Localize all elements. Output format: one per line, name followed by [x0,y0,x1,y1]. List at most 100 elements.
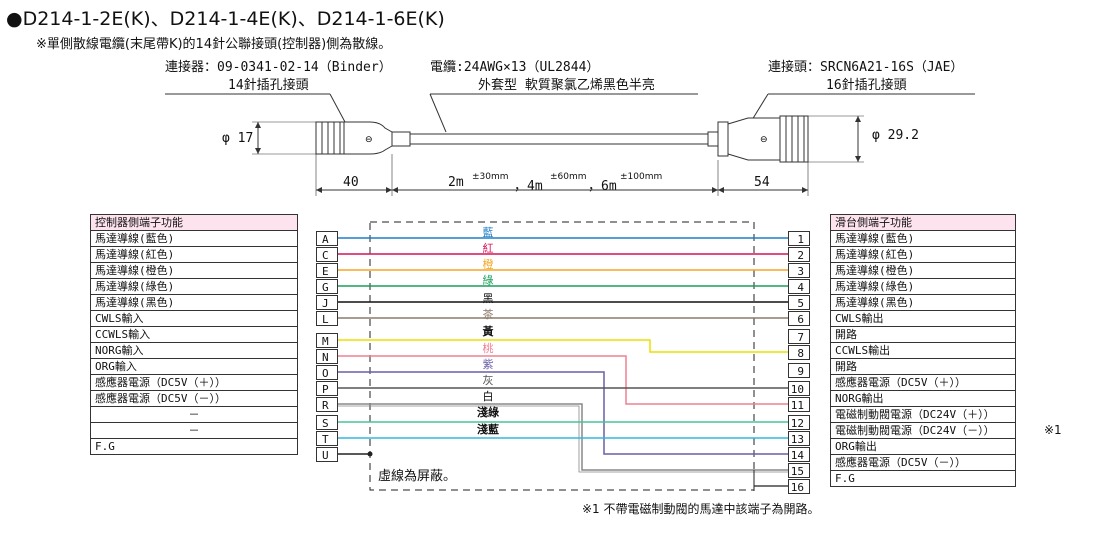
shield-note: 虛線為屏蔽。 [378,469,457,484]
left-diameter: φ 17 [222,131,254,146]
footnote: ※1 不帶電磁制動閥的馬達中該端子為開路。 [582,502,820,516]
right-row: 感應器電源（DC5V（－）） [830,454,1016,471]
left-row: － [90,422,298,439]
wire-label-black: 黑 [482,292,494,305]
cable-note: ※單側散線電纜(末尾帶K)的14針公聯接頭(控制器)側為散線。 [36,37,392,52]
right-pin: 5 [788,295,810,310]
right-pin: 16 [788,479,810,494]
right-row: 電磁制動閥電源（DC24V（＋）） [830,406,1016,423]
right-pin: 2 [788,247,810,262]
wire-label-yellow: 黃 [482,325,494,338]
right-length: 54 [754,175,770,190]
right-terminal-table: 滑台側端子功能 馬達導線(藍色) 馬達導線(紅色) 馬達導線(橙色) 馬達導線(… [830,214,1016,487]
left-row: － [90,406,298,423]
right-row: 感應器電源（DC5V（＋）） [830,374,1016,391]
cable-length-2m: 2m [448,175,464,190]
left-pin: M [316,333,338,348]
right-pin: 4 [788,279,810,294]
left-pin: J [316,295,338,310]
right-connector-label: 連接頭：SRCN6A21-16S（JAE） [768,60,964,75]
right-pin: 1 [788,231,810,246]
left-pin: E [316,263,338,278]
left-pin: O [316,365,338,380]
wire-label-gray: 灰 [482,374,494,387]
left-pin: T [316,431,338,446]
right-row: CWLS輸出 [830,310,1016,327]
left-connector-label: 連接器：09-0341-02-14（Binder） [165,60,392,75]
right-pin: 14 [788,447,810,462]
left-connector-sub: 14針插孔接頭 [228,78,309,93]
right-pin: 7 [788,329,810,344]
right-row: 開路 [830,326,1016,343]
wire-label-green: 綠 [482,274,494,287]
left-row: 馬達導線(綠色) [90,278,298,295]
left-pin: P [316,381,338,396]
left-connector: ⊖ [315,121,411,155]
tolerance-6m: ±100mm [620,172,663,182]
wires [338,237,788,473]
left-row: ORG輸入 [90,358,298,375]
right-row: F.G [830,470,1016,487]
left-pin: R [316,397,338,412]
left-pin: G [316,279,338,294]
right-row: ORG輸出 [830,438,1016,455]
right-pin: 8 [788,345,810,360]
right-pin: 15 [788,463,810,478]
right-pin: 3 [788,263,810,278]
left-row: 馬達導線(黑色) [90,294,298,311]
left-row: CCWLS輸入 [90,326,298,343]
right-connector: ⊖ [707,115,809,163]
wire-label-white: 白 [482,390,494,403]
wire-label-pink: 桃 [482,342,494,355]
cable-sheath-label: 外套型 軟質聚氯乙烯黑色半亮 [478,78,655,93]
wire-label-blue: 藍 [482,226,494,239]
left-table-header: 控制器側端子功能 [90,214,298,231]
wire-label-purple: 紫 [482,358,494,371]
tolerance-2m: ±30mm [472,172,509,182]
right-pin: 9 [788,363,810,378]
left-pin: S [316,415,338,430]
right-diameter: φ 29.2 [872,128,919,143]
left-row: CWLS輸入 [90,310,298,327]
right-row: 馬達導線(藍色) [830,230,1016,247]
left-row: 馬達導線(藍色) [90,230,298,247]
right-row: 馬達導線(橙色) [830,262,1016,279]
left-row: NORG輸入 [90,342,298,359]
right-pin: 10 [788,381,810,396]
left-pin: L [316,311,338,326]
page-title: ●D214-1-2E(K)、D214-1-4E(K)、D214-1-6E(K) [6,8,445,30]
left-row: 馬達導線(橙色) [90,262,298,279]
right-connector-sub: 16針插孔接頭 [826,78,907,93]
right-row: 電磁制動閥電源（DC24V（－）） [830,422,1016,439]
wire-label-orange: 橙 [482,258,494,271]
right-row: CCWLS輸出 [830,342,1016,359]
cable-spec-label: 電纜:24AWG×13（UL2844） [430,60,600,75]
right-row: 馬達導線(綠色) [830,278,1016,295]
tolerance-4m: ±60mm [550,172,587,182]
cable-body [409,133,709,145]
right-pin: 11 [788,397,810,412]
footnote-marker: ※1 [1044,423,1062,437]
left-row: 馬達導線(紅色) [90,246,298,263]
right-row: NORG輸出 [830,390,1016,407]
svg-text:⊖: ⊖ [365,135,373,145]
right-row: 馬達導線(紅色) [830,246,1016,263]
wire-label-lightgreen: 淺綠 [477,406,499,419]
wire-label-brown: 茶 [482,308,494,321]
left-row: F.G [90,438,298,455]
left-terminal-table: 控制器側端子功能 馬達導線(藍色) 馬達導線(紅色) 馬達導線(橙色) 馬達導線… [90,214,298,455]
right-pin: 13 [788,431,810,446]
left-row: 感應器電源（DC5V（－）） [90,390,298,407]
right-pin: 6 [788,311,810,326]
left-length: 40 [343,175,359,190]
wire-label-red: 紅 [482,242,494,255]
right-row: 馬達導線(黑色) [830,294,1016,311]
left-row: 感應器電源（DC5V（＋）） [90,374,298,391]
left-pin: A [316,231,338,246]
svg-text:⊖: ⊖ [760,135,768,145]
wire-label-lightblue: 淺藍 [477,423,499,436]
left-pin: U [316,447,338,462]
right-row: 開路 [830,358,1016,375]
left-pin: C [316,247,338,262]
